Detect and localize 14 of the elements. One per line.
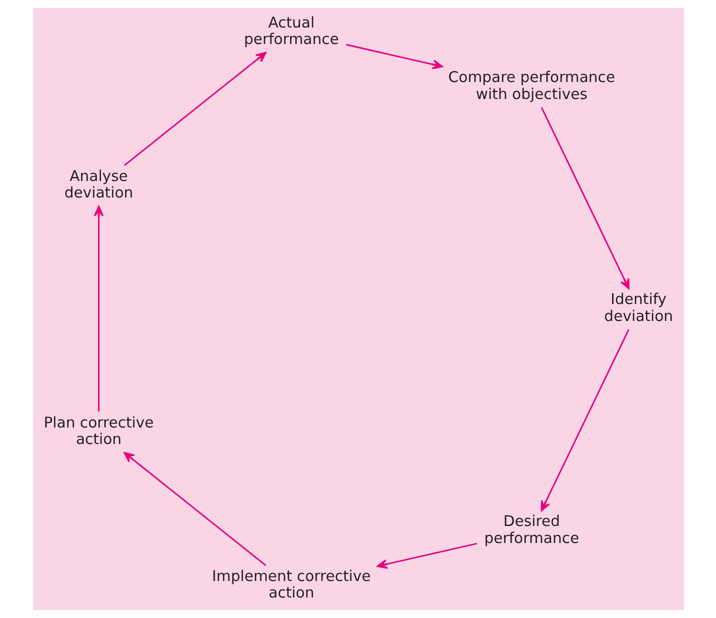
arrow: [376, 542, 477, 569]
arrow: [346, 44, 442, 70]
node-text: Desired performance: [484, 513, 579, 547]
node-text: Identify deviation: [604, 291, 673, 325]
arrow: [93, 206, 104, 412]
node-text: Analyse deviation: [64, 168, 133, 202]
node-text: Compare performance with objectives: [448, 69, 615, 103]
arrow: [540, 107, 629, 290]
arrow: [540, 329, 629, 512]
node-text: Actual performance: [243, 14, 338, 48]
arrow: [123, 52, 266, 166]
node-text: Plan corrective action: [43, 414, 154, 448]
node-text: Implement corrective action: [212, 568, 370, 602]
arrow: [123, 452, 266, 566]
